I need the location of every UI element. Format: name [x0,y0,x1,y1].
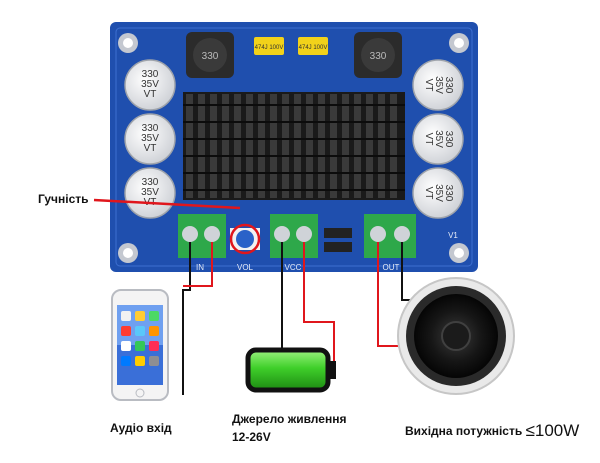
volume-potentiometer [229,223,261,255]
heatsink-fin [318,94,325,198]
silk-vcc: VCC [285,263,302,272]
capacitor-label: 330 [142,69,159,80]
capacitor-label: 330 [443,131,454,148]
app-icon [121,356,131,366]
capacitor-label: 35V [141,187,159,198]
heatsink-groove [183,121,405,123]
wire-audio-ground [182,242,191,395]
heatsink-fin [234,94,241,198]
heatsink-fin [222,94,229,198]
app-icon [135,311,145,321]
app-icon [135,356,145,366]
heatsink-fin [294,94,301,198]
heatsink-fin [378,94,385,198]
svg-text:330: 330 [202,51,219,62]
heatsink-fin [282,94,289,198]
heatsink-fin [210,94,217,198]
heatsink-fin [354,94,361,198]
silk-v1: V1 [448,231,458,240]
svg-text:474J 100V: 474J 100V [299,45,328,51]
heatsink-groove [183,172,405,174]
output-power-limit: ≤100W [525,421,580,440]
capacitor-label: VT [423,133,434,146]
app-icon [135,326,145,336]
audio-input-label: Аудіо вхід [110,421,172,435]
mounting-holes [118,33,469,263]
app-icon [135,341,145,351]
output-power-prefix: Вихідна потужність [405,424,523,438]
svg-text:330: 330 [370,51,387,62]
capacitor-label: VT [144,143,157,154]
power-supply-label: Джерело живлення 12-26V [232,410,346,446]
silk-out: OUT [383,263,400,272]
heatsink-fin [342,94,349,198]
heatsink-fin [270,94,277,198]
heatsink-fin [366,94,373,198]
heatsink-fin [246,94,253,198]
heatsink-fin [258,94,265,198]
heatsink-fin [306,94,313,198]
heatsink-fin [330,94,337,198]
terminal-vcc [270,214,318,258]
heatsink-groove [183,155,405,157]
battery-icon [245,347,336,393]
app-icon [121,326,131,336]
power-supply-label-line1: Джерело живлення [232,412,347,426]
heatsink-fin [198,94,205,198]
app-icon [149,341,159,351]
output-power-label: Вихідна потужність ≤100W [405,420,579,440]
svg-text:474J 100V: 474J 100V [255,45,284,51]
app-icon [149,326,159,336]
power-supply-label-line2: 12-26V [232,430,271,444]
capacitor-label: 330 [443,77,454,94]
heatsink-groove [183,138,405,140]
film-capacitor-left: 474J 100V [254,37,284,55]
capacitor-label: 330 [142,177,159,188]
app-icon [149,356,159,366]
volume-label: Гучність [38,192,89,206]
capacitor-label: 35V [141,79,159,90]
silk-in: IN [196,263,204,272]
silk-vol: VOL [237,263,254,272]
volume-pointer-line [93,198,241,210]
smartphone [111,289,169,401]
inductor-left: 330 [186,32,234,78]
capacitor-label: 35V [433,184,444,202]
capacitor-label: 330 [443,185,454,202]
capacitor-label: 35V [141,133,159,144]
capacitor-label: VT [144,89,157,100]
app-icons [121,311,159,366]
heatsink-groove [183,189,405,191]
capacitor-label: 35V [433,130,444,148]
capacitor-label: 330 [142,123,159,134]
heatsink [183,92,405,200]
wire-power-positive [303,242,335,363]
capacitor-label: VT [423,79,434,92]
diode-block [324,228,352,252]
app-icon [121,341,131,351]
app-icon [121,311,131,321]
terminal-in [178,214,226,258]
inductor-right: 330 [354,32,402,78]
speaker-icon [397,277,515,395]
heatsink-fin [186,94,193,198]
terminal-out [364,214,416,258]
heatsink-groove [183,104,405,106]
capacitor-label: 35V [433,76,444,94]
heatsink-fin [390,94,397,198]
wire-audio-signal [183,242,213,287]
app-icon [149,311,159,321]
capacitor-label: VT [423,187,434,200]
film-capacitor-right: 474J 100V [298,37,328,55]
